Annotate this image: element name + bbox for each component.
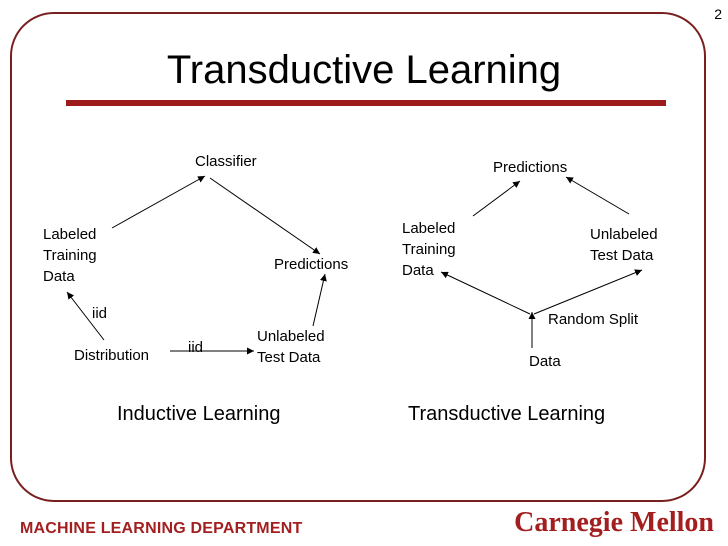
arrow-labeled-to-predictions <box>472 180 521 217</box>
inductive-classifier-label: Classifier <box>195 153 257 170</box>
inductive-iid-left-label: iid <box>92 305 108 322</box>
title-rule <box>66 100 666 106</box>
inductive-distribution-label: Distribution <box>74 347 150 364</box>
transductive-predictions-label: Predictions <box>493 159 568 176</box>
inductive-unlabeled-data-label: Unlabeled Test Data <box>257 328 325 366</box>
slide-frame <box>10 12 706 502</box>
transductive-labeled-data-label: Labeled Training Data <box>402 220 456 279</box>
transductive-unlabeled-data-label: Unlabeled Test Data <box>590 226 658 264</box>
slide-title: Transductive Learning <box>166 48 562 92</box>
transductive-random-split-label: Random Split <box>548 311 639 328</box>
inductive-caption: Inductive Learning <box>117 403 281 425</box>
arrow-split-to-labeled <box>440 271 531 315</box>
inductive-iid-bottom-label: iid <box>188 339 204 356</box>
inductive-labeled-data-label: Labeled Training Data <box>43 226 97 285</box>
arrow-distribution-to-labeled <box>66 291 105 341</box>
arrow-unlabeled-to-predictions <box>312 273 327 327</box>
transductive-caption: Transductive Learning <box>408 403 606 425</box>
arrow-classifier-to-predictions <box>209 177 321 255</box>
arrow-unlabeled-to-predictions-t <box>565 176 630 215</box>
transductive-data-label: Data <box>529 353 561 370</box>
university-logo: Carnegie Mellon <box>514 507 714 538</box>
department-label: MACHINE LEARNING DEPARTMENT <box>20 520 303 537</box>
slide-number: 2 <box>714 6 722 22</box>
arrow-labeled-to-classifier <box>111 175 206 229</box>
arrow-split-to-unlabeled <box>533 269 643 315</box>
inductive-predictions-label: Predictions <box>274 256 349 273</box>
